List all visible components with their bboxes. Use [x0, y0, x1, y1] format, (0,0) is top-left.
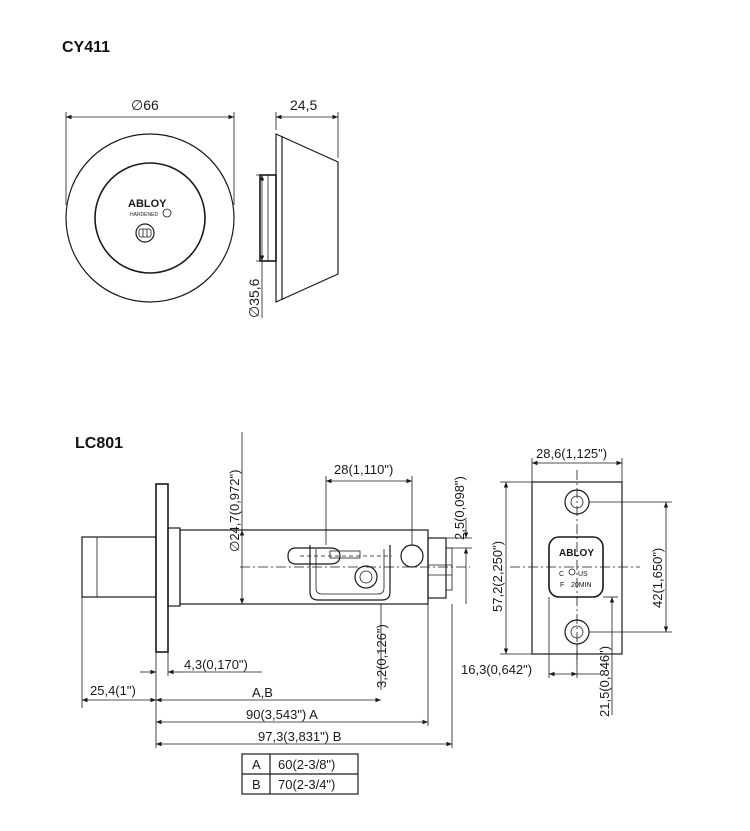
lc801-dim-bolt-top: 28(1,110")	[334, 462, 393, 477]
cy411-depth-dimension: 24,5	[275, 97, 339, 158]
lc801-dim-backset-edge: 25,4(1")	[90, 683, 136, 698]
cy411-front-view: ABLOY HARDENED	[65, 133, 235, 303]
lc801-dim-ab: A,B	[252, 685, 273, 700]
lc801-small-dimension: 3,2(0,126")	[374, 604, 389, 690]
lc801-dim-97: 97,3(3,831") B	[258, 729, 341, 744]
strike-bottom-dimension: 21,5(0,846")	[597, 596, 618, 717]
strike-thickness-dimension: 16,3(0,642")	[461, 597, 600, 678]
lc801-spindle-dimension: 25,4(1")	[81, 597, 156, 708]
cy411-dim-inner-diameter: ∅35,6	[246, 278, 262, 318]
lc801-bolt-diameter-dimension: ∅24,7(0,972")	[227, 432, 245, 604]
cy411-dim-depth: 24,5	[290, 97, 317, 113]
table-row-b-key: B	[252, 777, 261, 792]
table-row-a-value: 60(2-3/8")	[278, 757, 335, 772]
table-row-b-value: 70(2-3/4")	[278, 777, 335, 792]
strike-dim-height: 57,2(2,250")	[490, 541, 505, 612]
strike-dim-bottom: 21,5(0,846")	[597, 646, 612, 717]
strike-dim-hole-spacing: 42(1,650")	[650, 548, 665, 608]
cy411-title: CY411	[62, 39, 110, 56]
cy411-dim-diameter: ∅66	[131, 97, 159, 113]
lc801-dim-bolt-diameter: ∅24,7(0,972")	[227, 470, 242, 552]
strike-plate: ABLOY C US F 20MIN	[510, 470, 640, 664]
strike-mark-f: F	[560, 582, 564, 589]
strike-width-dimension: 28,6(1,125")	[531, 446, 623, 482]
lc801-bolt-offset-dimension: 2,5(0,098")	[446, 476, 472, 604]
lc801-dim-90: 90(3,543") A	[246, 707, 318, 722]
lc801-dim-faceplate-thickness: 4,3(0,170")	[184, 657, 248, 672]
lc801-dim-bolt-offset: 2,5(0,098")	[452, 476, 467, 540]
lc801-bolt-top-dimension: 28(1,110")	[325, 462, 413, 545]
lc801-97-dimension: 97,3(3,831") B	[156, 604, 453, 748]
cy411-logo: ABLOY	[128, 198, 167, 210]
lc801-ab-dimension: A,B	[156, 685, 381, 703]
cy411-inner-diameter-dimension: ∅35,6	[246, 174, 276, 318]
strike-dim-width: 28,6(1,125")	[536, 446, 607, 461]
lc801-title: LC801	[75, 435, 123, 452]
strike-mark-min: 20MIN	[571, 582, 592, 589]
strike-logo: ABLOY	[559, 548, 594, 559]
lc801-dim-small: 3,2(0,126")	[374, 624, 389, 688]
cy411-diameter-dimension: ∅66	[65, 97, 235, 205]
strike-dim-thickness: 16,3(0,642")	[461, 662, 532, 677]
strike-hole-spacing-dimension: 42(1,650")	[589, 501, 672, 633]
cy411-side-view	[259, 133, 339, 303]
strike-mark-us: US	[578, 571, 588, 578]
strike-mark-c: C	[559, 571, 564, 578]
lc801-90-dimension: 90(3,543") A	[155, 604, 429, 748]
lc801-size-table: A 60(2-3/8") B 70(2-3/4")	[241, 753, 359, 795]
table-row-a-key: A	[252, 757, 261, 772]
cy411-logo-sub: HARDENED	[130, 212, 158, 218]
strike-height-dimension: 57,2(2,250")	[490, 481, 532, 655]
lc801-latch-body	[81, 483, 470, 653]
